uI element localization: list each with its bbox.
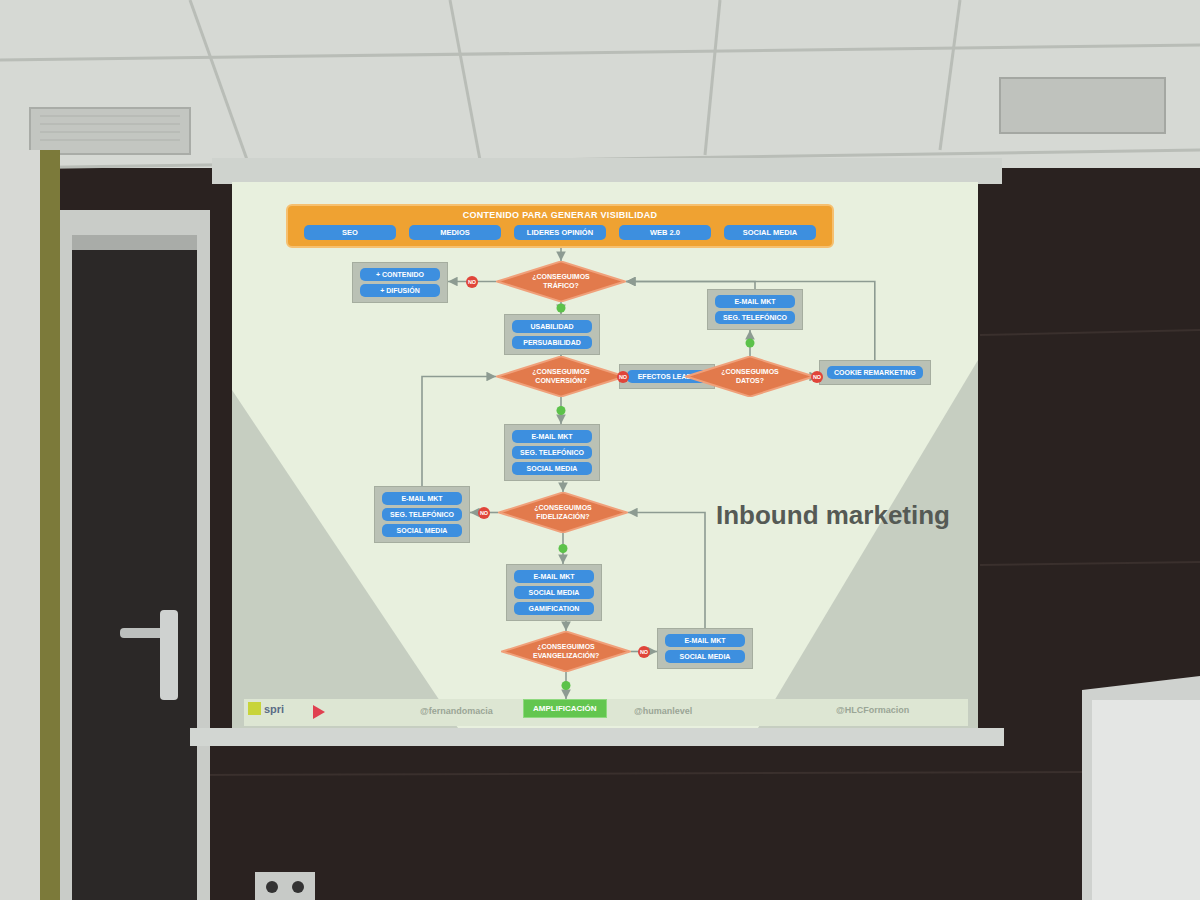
pill-text: E-MAIL MKT (401, 495, 442, 502)
pill-text: LIDERES OPINIÓN (527, 228, 593, 237)
action-panel: COOKIE REMARKETING (819, 360, 931, 385)
action-pill: E-MAIL MKT (665, 634, 745, 647)
pill-text: SEO (342, 228, 358, 237)
channel-pill: SOCIAL MEDIA (724, 225, 816, 240)
decision-text: ¿CONSEGUIMOS DATOS? (717, 368, 783, 384)
logo-text: spri (264, 703, 284, 715)
pill-text: SEG. TELEFÓNICO (723, 314, 787, 321)
action-pill: E-MAIL MKT (514, 570, 594, 583)
edge-label: NO (478, 507, 490, 519)
band-title: CONTENIDO PARA GENERAR VISIBILIDAD (298, 210, 822, 220)
action-panel: E-MAIL MKT SOCIAL MEDIA (657, 628, 753, 669)
pill-text: USABILIDAD (530, 323, 573, 330)
pill-text: + DIFUSIÓN (380, 287, 419, 294)
pill-text: E-MAIL MKT (533, 573, 574, 580)
decision-diamond: ¿CONSEGUIMOS EVANGELIZACIÓN? (501, 631, 631, 672)
pill-text: E-MAIL MKT (734, 298, 775, 305)
connector (626, 282, 755, 290)
pill-text: COOKIE REMARKETING (834, 369, 916, 376)
edge-label: NO (617, 371, 629, 383)
action-pill: E-MAIL MKT (512, 430, 592, 443)
result-text: AMPLIFICACIÓN (533, 704, 597, 713)
connector (565, 621, 567, 631)
channel-pill: SEO (304, 225, 396, 240)
action-pill: SEG. TELEFÓNICO (382, 508, 462, 521)
edge-label: NO (811, 371, 823, 383)
action-pill: + DIFUSIÓN (360, 284, 440, 297)
decision-text: ¿CONSEGUIMOS EVANGELIZACIÓN? (533, 643, 599, 659)
decision-text: ¿CONSEGUIMOS TRÁFICO? (528, 273, 594, 289)
pill-text: SOCIAL MEDIA (397, 527, 448, 534)
yes-dot (559, 544, 568, 553)
twitter-handle: @HLCFormacion (836, 705, 909, 715)
action-panel: USABILIDAD PERSUABILIDAD (504, 314, 600, 355)
action-pill: SOCIAL MEDIA (382, 524, 462, 537)
action-pill: SOCIAL MEDIA (514, 586, 594, 599)
action-pill: COOKIE REMARKETING (827, 366, 923, 379)
yes-dot (746, 339, 755, 348)
action-panel: E-MAIL MKT SEG. TELEFÓNICO SOCIAL MEDIA (504, 424, 600, 481)
pill-text: PERSUABILIDAD (523, 339, 581, 346)
action-panel: E-MAIL MKT SEG. TELEFÓNICO (707, 289, 803, 330)
decision-text: ¿CONSEGUIMOS CONVERSIÓN? (528, 368, 594, 384)
connector (562, 481, 564, 492)
action-pill: SEG. TELEFÓNICO (512, 446, 592, 459)
twitter-handle: @humanlevel (634, 706, 692, 716)
action-pill: SOCIAL MEDIA (512, 462, 592, 475)
pill-text: E-MAIL MKT (531, 433, 572, 440)
pill-text: GAMIFICATION (529, 605, 580, 612)
connector (626, 282, 875, 361)
action-pill: PERSUABILIDAD (512, 336, 592, 349)
edge-label: NO (638, 646, 650, 658)
pill-text: SOCIAL MEDIA (527, 465, 578, 472)
decision-diamond: ¿CONSEGUIMOS DATOS? (685, 356, 815, 397)
action-panel: + CONTENIDO + DIFUSIÓN (352, 262, 448, 303)
action-pill: GAMIFICATION (514, 602, 594, 615)
channel-pill: LIDERES OPINIÓN (514, 225, 606, 240)
decision-text: ¿CONSEGUIMOS FIDELIZACIÓN? (530, 504, 596, 520)
pill-text: SOCIAL MEDIA (680, 653, 731, 660)
edge-label: NO (466, 276, 478, 288)
pill-text: SEG. TELEFÓNICO (390, 511, 454, 518)
slide-heading: Inbound marketing (716, 500, 950, 531)
pill-text: SEG. TELEFÓNICO (520, 449, 584, 456)
decision-diamond: ¿CONSEGUIMOS FIDELIZACIÓN? (498, 492, 628, 533)
channel-pill: WEB 2.0 (619, 225, 711, 240)
action-pill: SOCIAL MEDIA (665, 650, 745, 663)
action-panel: E-MAIL MKT SEG. TELEFÓNICO SOCIAL MEDIA (374, 486, 470, 543)
action-pill: SEG. TELEFÓNICO (715, 311, 795, 324)
pill-text: SOCIAL MEDIA (743, 228, 797, 237)
connector (422, 377, 496, 487)
yes-dot (557, 406, 566, 415)
pill-text: WEB 2.0 (650, 228, 680, 237)
channel-pill: MEDIOS (409, 225, 501, 240)
decision-diamond: ¿CONSEGUIMOS TRÁFICO? (496, 261, 626, 302)
action-pill: E-MAIL MKT (715, 295, 795, 308)
pill-text: E-MAIL MKT (684, 637, 725, 644)
pill-text: MEDIOS (440, 228, 470, 237)
header-band: CONTENIDO PARA GENERAR VISIBILIDAD SEO MED… (286, 204, 834, 248)
pill-text: + CONTENIDO (376, 271, 424, 278)
action-pill: + CONTENIDO (360, 268, 440, 281)
decision-diamond: ¿CONSEGUIMOS CONVERSIÓN? (496, 356, 626, 397)
pill-text: SOCIAL MEDIA (529, 589, 580, 596)
connector (560, 248, 562, 261)
yes-dot (562, 681, 571, 690)
connector (628, 513, 705, 629)
action-pill: E-MAIL MKT (382, 492, 462, 505)
action-panel: E-MAIL MKT SOCIAL MEDIA GAMIFICATION (506, 564, 602, 621)
yes-dot (557, 304, 566, 313)
result-box: AMPLIFICACIÓN (523, 699, 607, 718)
action-pill: USABILIDAD (512, 320, 592, 333)
twitter-handle: @fernandomacia (420, 706, 493, 716)
